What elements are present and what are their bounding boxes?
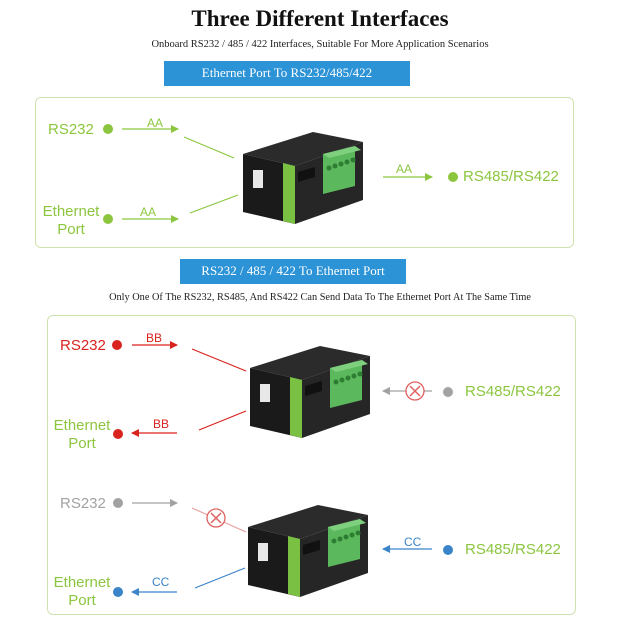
s2b-rs485-label: RS485/RS422 xyxy=(465,541,561,558)
page-subtitle: Onboard RS232 / 485 / 422 Interfaces, Su… xyxy=(151,39,489,50)
s2b-rs232-label: RS232 xyxy=(60,495,106,512)
s2b-right-tag: CC xyxy=(404,535,422,549)
s1-rs485-label: RS485/RS422 xyxy=(463,168,559,185)
device-2 xyxy=(250,346,370,438)
s1-ethernet-label-line2: Port xyxy=(57,221,85,238)
device-3 xyxy=(248,505,368,597)
s1-ethernet-dot xyxy=(103,214,113,224)
s2a-rs485-dot xyxy=(443,387,453,397)
s2b-ethernet-dot xyxy=(113,587,123,597)
s2a-ethernet-label-line1: Ethernet xyxy=(53,417,111,434)
s2b-bottom-tag: CC xyxy=(152,575,170,589)
s2a-bottom-tag: BB xyxy=(153,417,170,431)
s2b-ethernet-label-line2: Port xyxy=(68,592,96,609)
page-title: Three Different Interfaces xyxy=(191,6,449,31)
s1-ethernet-label-line1: Ethernet xyxy=(42,203,100,220)
s2a-rs232-dot xyxy=(112,340,122,350)
s2b-ethernet-label: Ethernet Port xyxy=(50,574,114,610)
section2-banner: RS232 / 485 / 422 To Ethernet Port xyxy=(180,259,406,284)
s1-rs232-dot xyxy=(103,124,113,134)
s1-arrow-top-tag: AA xyxy=(147,116,164,130)
s2a-rs485-label: RS485/RS422 xyxy=(465,383,561,400)
s2a-ethernet-dot xyxy=(113,429,123,439)
s2a-top-tag: BB xyxy=(146,331,163,345)
s2b-rs232-dot xyxy=(113,498,123,508)
s2b-ethernet-label-line1: Ethernet xyxy=(53,574,111,591)
s2b-rs485-dot xyxy=(443,545,453,555)
section2-note: Only One Of The RS232, RS485, And RS422 … xyxy=(109,292,531,303)
device-1 xyxy=(243,132,363,224)
s1-arrow-right-tag: AA xyxy=(396,162,413,176)
s1-rs232-label: RS232 xyxy=(48,121,94,138)
s2a-ethernet-label-line2: Port xyxy=(68,435,96,452)
s1-rs485-dot xyxy=(448,172,458,182)
s2a-rs232-label: RS232 xyxy=(60,337,106,354)
s2a-ethernet-label: Ethernet Port xyxy=(50,417,114,453)
s1-arrow-bottom-tag: AA xyxy=(140,205,157,219)
section1-banner: Ethernet Port To RS232/485/422 xyxy=(164,61,410,86)
s1-ethernet-label: Ethernet Port xyxy=(40,203,102,239)
